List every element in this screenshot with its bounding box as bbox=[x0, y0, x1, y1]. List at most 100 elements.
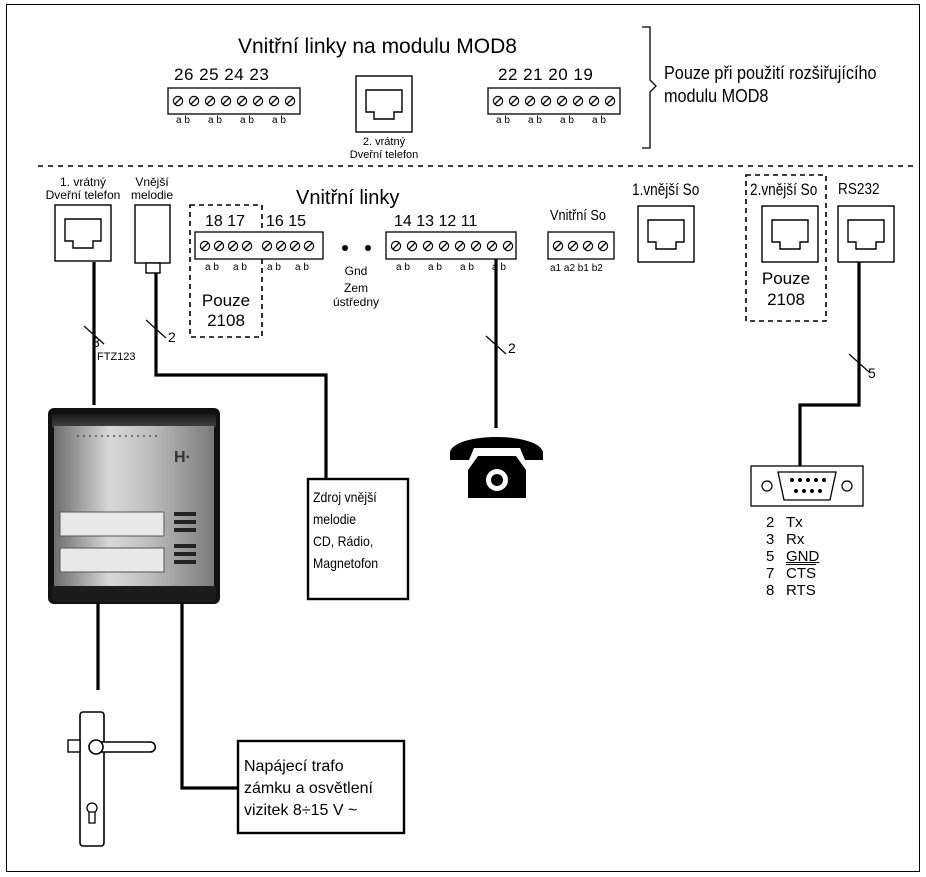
ab-label: a b bbox=[208, 115, 222, 126]
mod8-left-block-numbers: 26 25 24 23 bbox=[174, 65, 270, 84]
melody-source-line: CD, Rádio, bbox=[313, 533, 374, 549]
internal-so-screw-icon bbox=[582, 240, 594, 252]
porter-cable-type: FTZ123 bbox=[97, 351, 136, 363]
porter1-label-line2: Dveřní telefon bbox=[45, 188, 121, 202]
only-2108-label2-line1: Pouze bbox=[761, 269, 811, 288]
internal-so-screw-icon bbox=[552, 240, 564, 252]
ab-label: a b bbox=[496, 115, 510, 126]
external-so1-label: 1.vnější So bbox=[632, 180, 700, 199]
line-14-11-screw-icon bbox=[502, 240, 514, 252]
ab-label: a b bbox=[492, 262, 506, 273]
mod8-right-screw-icon bbox=[604, 95, 616, 107]
line-14-11-screw-icon bbox=[438, 240, 450, 252]
rs232-socket-icon bbox=[837, 205, 895, 263]
line-14-11-screw-icon bbox=[454, 240, 466, 252]
earth-label-line1: Zem bbox=[344, 281, 368, 295]
line-16-15-screw-icon bbox=[303, 240, 315, 252]
line-18-17-screw-icon bbox=[213, 240, 225, 252]
porter1-label-line1: 1. vrátný bbox=[59, 175, 107, 189]
block-16-15-numbers: 16 15 bbox=[266, 213, 307, 230]
porter2-label-line2: Dveřní telefon bbox=[349, 149, 419, 161]
mod8-left-screw-icon bbox=[204, 95, 216, 107]
mod8-left-screw-icon bbox=[236, 95, 248, 107]
line-18-17-screw-icon bbox=[199, 240, 211, 252]
mod8-left-screw-icon bbox=[172, 95, 184, 107]
ab-label: a b bbox=[295, 262, 309, 273]
mod8-terminal-block-right bbox=[487, 87, 621, 115]
line-14-11-screw-icon bbox=[486, 240, 498, 252]
mod8-left-screw-icon bbox=[188, 95, 200, 107]
external-so2-label: 2.vnější So bbox=[750, 180, 818, 199]
earth-label-line2: ústředny bbox=[332, 295, 380, 309]
mod8-left-screw-icon bbox=[252, 95, 264, 107]
mod8-right-block-numbers: 22 21 20 19 bbox=[498, 65, 594, 84]
ab-label: a b bbox=[428, 262, 442, 273]
internal-so-screw-icon bbox=[567, 240, 579, 252]
transformer-text: Napájecí trafo zámku a osvětlení vizitek… bbox=[244, 756, 373, 822]
mod8-left-screw-icon bbox=[268, 95, 280, 107]
ab-label: a b bbox=[460, 262, 474, 273]
melody-source-line: melodie bbox=[313, 511, 357, 527]
melody-label-line2: melodie bbox=[130, 188, 174, 202]
ab-label: a b bbox=[240, 115, 254, 126]
mod8-right-screw-icon bbox=[492, 95, 504, 107]
rs232-label: RS232 bbox=[838, 181, 880, 198]
line-18-17-screw-icon bbox=[241, 240, 253, 252]
block-14-11-numbers: 14 13 12 11 bbox=[394, 213, 478, 230]
mod8-title: Vnitřní linky na modulu MOD8 bbox=[238, 35, 517, 58]
only-2108-zone-1 bbox=[189, 204, 263, 338]
rs232-wire-count: 5 bbox=[868, 365, 876, 381]
mod8-right-screw-icon bbox=[556, 95, 568, 107]
mod8-note-line1: Pouze při použití rozšiřujícího bbox=[664, 63, 877, 83]
porter2-socket-icon bbox=[355, 75, 413, 133]
line-16-15-screw-icon bbox=[261, 240, 273, 252]
internal-lines-title: Vnitřní linky bbox=[296, 187, 400, 209]
mod8-left-screw-icon bbox=[284, 95, 296, 107]
only-2108-label1-line1: Pouze bbox=[201, 291, 251, 310]
porter-wire-count: 8 bbox=[92, 334, 100, 350]
porter1-socket-icon bbox=[54, 204, 112, 262]
internal-so-screw-icon bbox=[597, 240, 609, 252]
ab-label: a b bbox=[560, 115, 574, 126]
gnd-terminal-icon bbox=[342, 245, 348, 251]
internal-so-pins: a1 a2 b1 b2 bbox=[550, 263, 603, 274]
external-so1-socket-icon bbox=[637, 205, 695, 263]
ab-label: a b bbox=[233, 262, 247, 273]
block-18-17-numbers: 18 17 bbox=[205, 213, 246, 230]
melody-wire-count: 2 bbox=[168, 329, 176, 345]
cable-ticks bbox=[83, 319, 870, 373]
external-so2-socket-icon bbox=[761, 205, 819, 263]
telephone-icon bbox=[450, 437, 543, 498]
door-lock-icon bbox=[67, 711, 157, 847]
line-14-11-screw-icon bbox=[390, 240, 402, 252]
line-14-11-screw-icon bbox=[406, 240, 418, 252]
gnd-label: Gnd bbox=[344, 264, 368, 278]
only-2108-label2-line2: 2108 bbox=[767, 290, 805, 309]
phone-wire-count: 2 bbox=[508, 340, 516, 356]
mod8-right-screw-icon bbox=[508, 95, 520, 107]
line-14-11-screw-icon bbox=[422, 240, 434, 252]
only-2108-label1-line2: 2108 bbox=[207, 311, 245, 330]
melody-jack-icon bbox=[134, 204, 171, 274]
ab-label: a b bbox=[592, 115, 606, 126]
porter2-label-line1: 2. vrátný bbox=[362, 136, 406, 148]
melody-source-box bbox=[306, 477, 410, 601]
line-16-15-screw-icon bbox=[289, 240, 301, 252]
transformer-box bbox=[236, 739, 406, 835]
mod8-right-screw-icon bbox=[524, 95, 536, 107]
transformer-line: Napájecí trafo bbox=[244, 758, 344, 775]
line-14-11-screw-icon bbox=[470, 240, 482, 252]
door-panel-mark: H· bbox=[174, 449, 191, 466]
transformer-line: zámku a osvětlení bbox=[244, 780, 373, 797]
ab-label: a b bbox=[205, 262, 219, 273]
mod8-right-screw-icon bbox=[588, 95, 600, 107]
door-station-panel-icon bbox=[48, 408, 220, 604]
ab-label: a b bbox=[528, 115, 542, 126]
internal-so-label: Vnitřní So bbox=[550, 207, 606, 224]
mod8-bracket bbox=[642, 26, 657, 149]
